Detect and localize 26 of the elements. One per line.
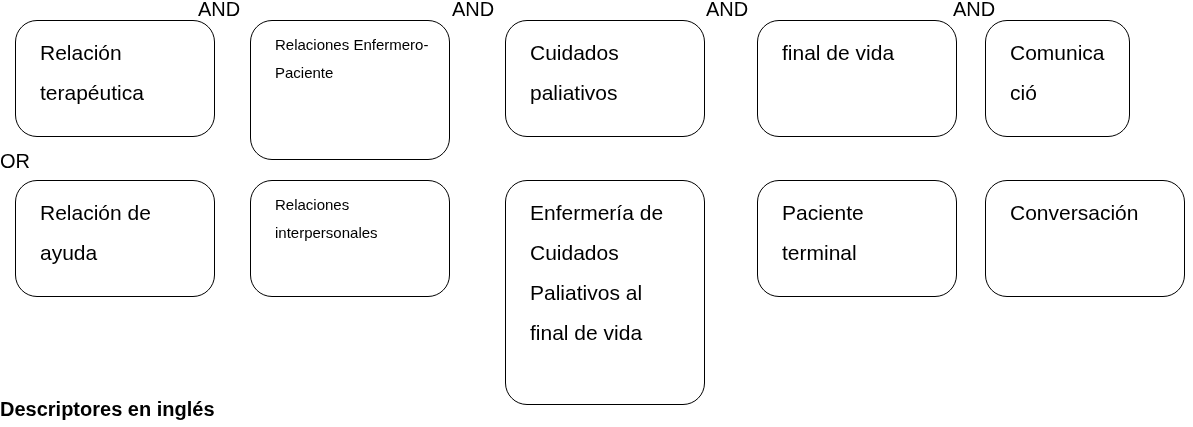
operator-label: AND	[452, 0, 495, 20]
term-text: final de vida	[782, 40, 896, 66]
term-text: Enfermería de Cuidados Paliativos al final de vida	[530, 200, 665, 346]
term-box	[985, 180, 1185, 297]
term-text: Relaciones Enfermero-Paciente	[275, 35, 430, 83]
term-text: Cuidados paliativos	[530, 40, 620, 106]
operator-label: AND	[198, 0, 241, 20]
term-text: Relación de ayuda	[40, 200, 152, 266]
operator-label: AND	[706, 0, 749, 20]
term-box	[757, 180, 957, 297]
section-heading: Descriptores en inglés	[0, 398, 215, 420]
term-text: Comunicació	[1010, 40, 1106, 106]
term-text: Paciente terminal	[782, 200, 865, 266]
term-text: Relaciones interpersonales	[275, 195, 379, 243]
term-box	[250, 20, 450, 160]
operator-label: OR	[0, 150, 30, 172]
term-box	[757, 20, 957, 137]
term-box	[505, 180, 705, 405]
term-text: Conversación	[1010, 200, 1140, 226]
term-box	[15, 180, 215, 297]
term-box	[505, 20, 705, 137]
term-box	[15, 20, 215, 137]
term-box	[985, 20, 1130, 137]
term-text: Relación terapéutica	[40, 40, 145, 106]
operator-label: AND	[953, 0, 996, 20]
term-box	[250, 180, 450, 297]
